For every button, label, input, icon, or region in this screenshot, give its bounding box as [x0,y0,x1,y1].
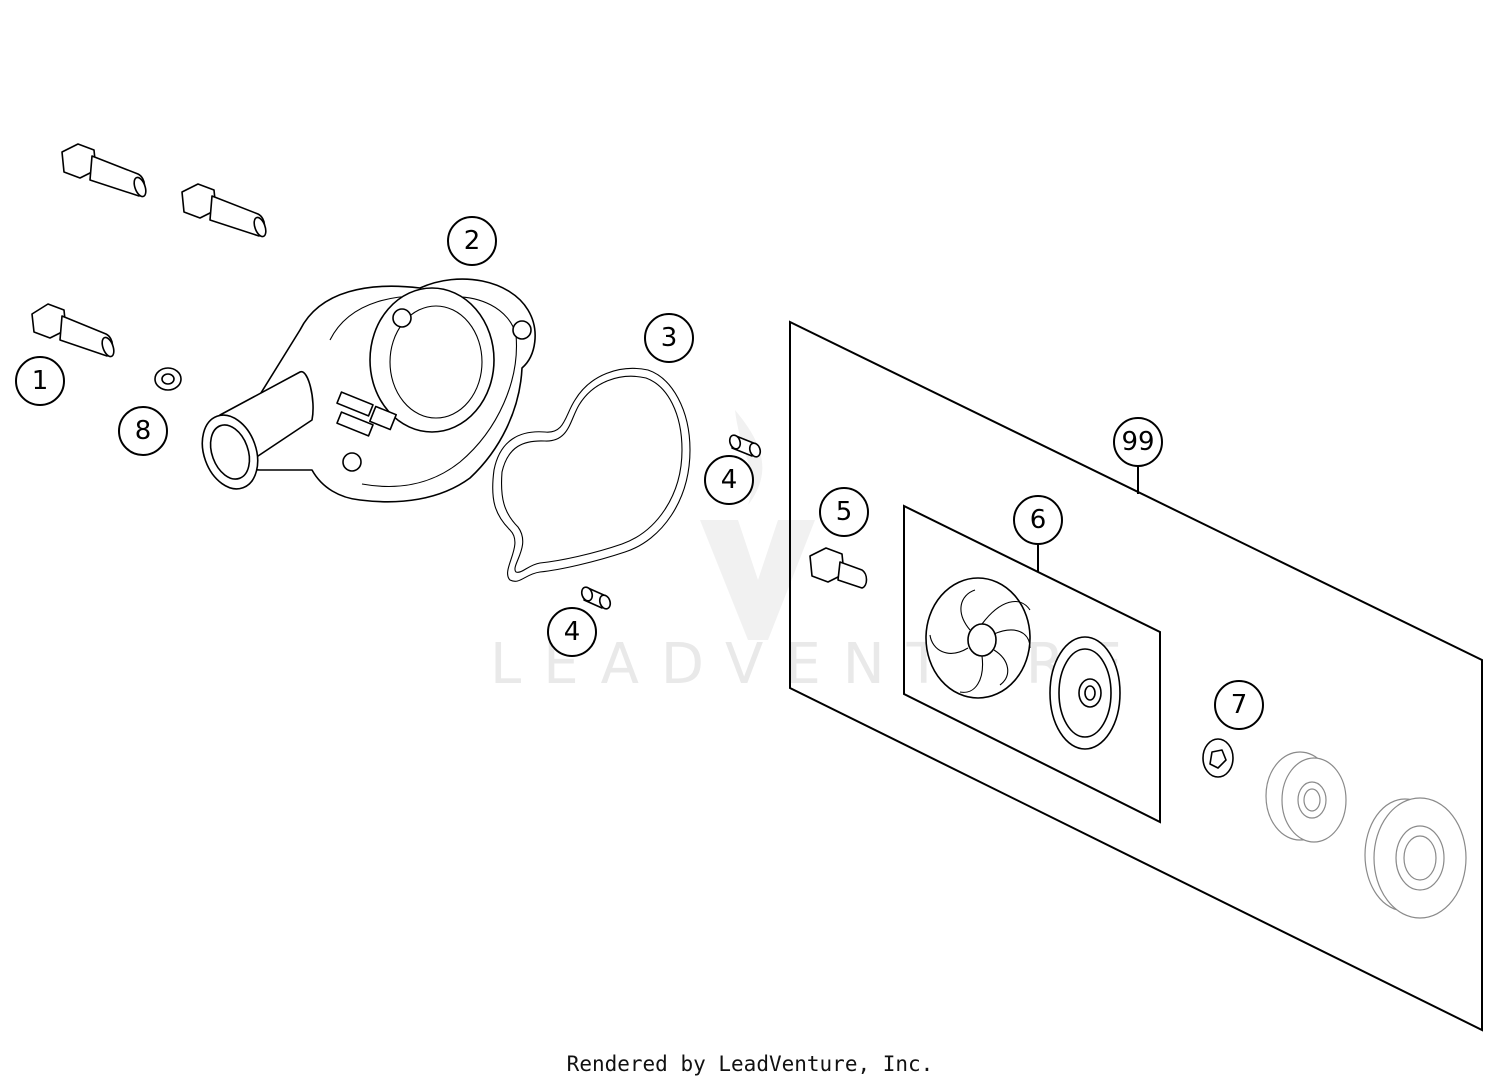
callout-label: 1 [32,366,49,396]
washer-part-8 [154,367,182,391]
water-pump-cover-part-2 [201,278,536,503]
dowel-pin-part-4-upper [728,434,762,458]
callout-label: 6 [1030,505,1047,535]
dowel-pin-part-4-lower [580,586,612,610]
bearing-large [1364,797,1467,919]
callout-label: 3 [661,323,678,353]
callout-label: 2 [464,226,481,256]
callout-label: 7 [1231,690,1248,720]
washer-part-7 [1202,738,1234,778]
callout-4-upper: 4 [704,455,754,505]
gasket-part-3 [492,367,691,582]
callout-label: 8 [135,416,152,446]
callout-label: 4 [721,465,738,495]
callout-label: 5 [836,497,853,527]
bearing-small [1265,751,1347,843]
impeller-part-6 [925,577,1031,699]
callout-label: 99 [1121,427,1154,457]
bolt-part-1-upper-left [61,143,147,198]
seal-part-6 [1049,636,1121,750]
callout-99: 99 [1113,417,1163,467]
callout-1: 1 [15,356,65,406]
callout-3: 3 [644,313,694,363]
kit-box-part-99 [789,320,1483,1032]
callout-5: 5 [819,487,869,537]
bolt-part-5 [809,547,868,589]
impeller-box-part-6 [903,504,1161,824]
callout-7: 7 [1214,680,1264,730]
footer-credit: Rendered by LeadVenture, Inc. [566,1052,934,1076]
callout-6: 6 [1013,495,1063,545]
bolt-part-1-upper-right [181,183,267,238]
watermark-logo [700,410,815,640]
callout-2: 2 [447,216,497,266]
callout-8: 8 [118,406,168,456]
callout-4-lower: 4 [547,607,597,657]
callout-label: 4 [564,617,581,647]
bolt-part-1-lower [31,303,115,358]
